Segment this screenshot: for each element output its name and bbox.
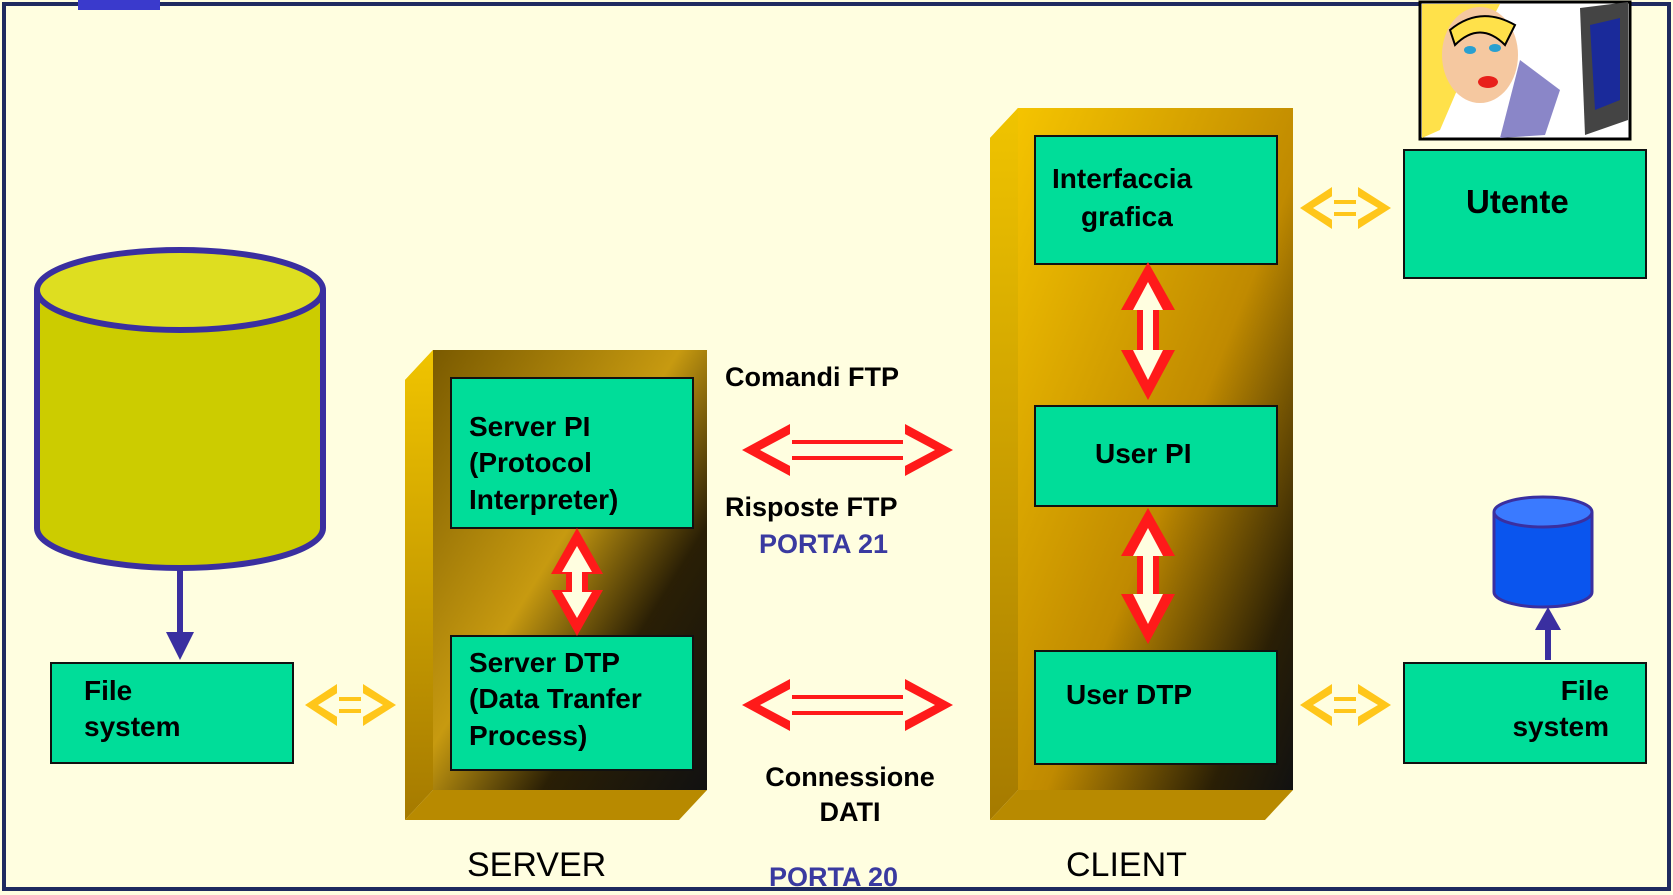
red-arrow-data bbox=[742, 679, 953, 731]
right-fs-arrowhead bbox=[1535, 607, 1561, 630]
server-pi-label: Server PI (Protocol Interpreter) bbox=[469, 411, 619, 515]
user-dtp-box bbox=[1034, 650, 1278, 765]
risposte-ftp-label: Risposte FTP bbox=[725, 492, 898, 522]
utente-label: Utente bbox=[1466, 183, 1569, 220]
server-pi-box bbox=[450, 377, 694, 529]
database-cylinder-right bbox=[1492, 495, 1594, 609]
server-caption: SERVER bbox=[467, 846, 607, 884]
server-dtp-label: Server DTP (Data Tranfer Process) bbox=[469, 647, 642, 751]
comandi-ftp-label: Comandi FTP bbox=[725, 362, 899, 392]
file-system-left-label: File system bbox=[84, 675, 181, 743]
file-system-right-label: File system bbox=[1512, 675, 1609, 743]
client-caption: CLIENT bbox=[1066, 846, 1187, 884]
porta-20-label: PORTA 20 bbox=[769, 862, 899, 892]
connessione-dati-label: Connessione DATI bbox=[765, 762, 935, 828]
user-dtp-label: User DTP bbox=[1066, 679, 1193, 710]
porta-21-label: PORTA 21 bbox=[759, 529, 889, 559]
red-arrow-server-pi-dtp bbox=[551, 528, 603, 636]
utente-box bbox=[1403, 149, 1647, 279]
yellow-arrow-right-fs bbox=[1300, 684, 1391, 726]
red-arrow-userpi-userdtp bbox=[1121, 508, 1175, 644]
file-system-right-box bbox=[1403, 662, 1647, 764]
yellow-arrow-left-fs bbox=[305, 684, 396, 726]
yellow-arrow-utente bbox=[1300, 187, 1391, 229]
database-cylinder-left bbox=[34, 247, 326, 571]
server-dtp-box bbox=[450, 635, 694, 771]
user-pi-label: User PI bbox=[1095, 438, 1192, 469]
red-arrow-interfaccia-userpi bbox=[1121, 262, 1175, 400]
interfaccia-label: Interfaccia grafica bbox=[1052, 163, 1193, 232]
file-system-left-box bbox=[50, 662, 294, 764]
user-pi-box bbox=[1034, 405, 1278, 507]
left-fs-arrowhead bbox=[166, 632, 194, 660]
red-arrow-commands bbox=[742, 424, 953, 476]
user-clipart-illustration bbox=[1418, 0, 1632, 141]
title-bar-remnant bbox=[78, 0, 160, 10]
interfaccia-box bbox=[1034, 135, 1278, 265]
